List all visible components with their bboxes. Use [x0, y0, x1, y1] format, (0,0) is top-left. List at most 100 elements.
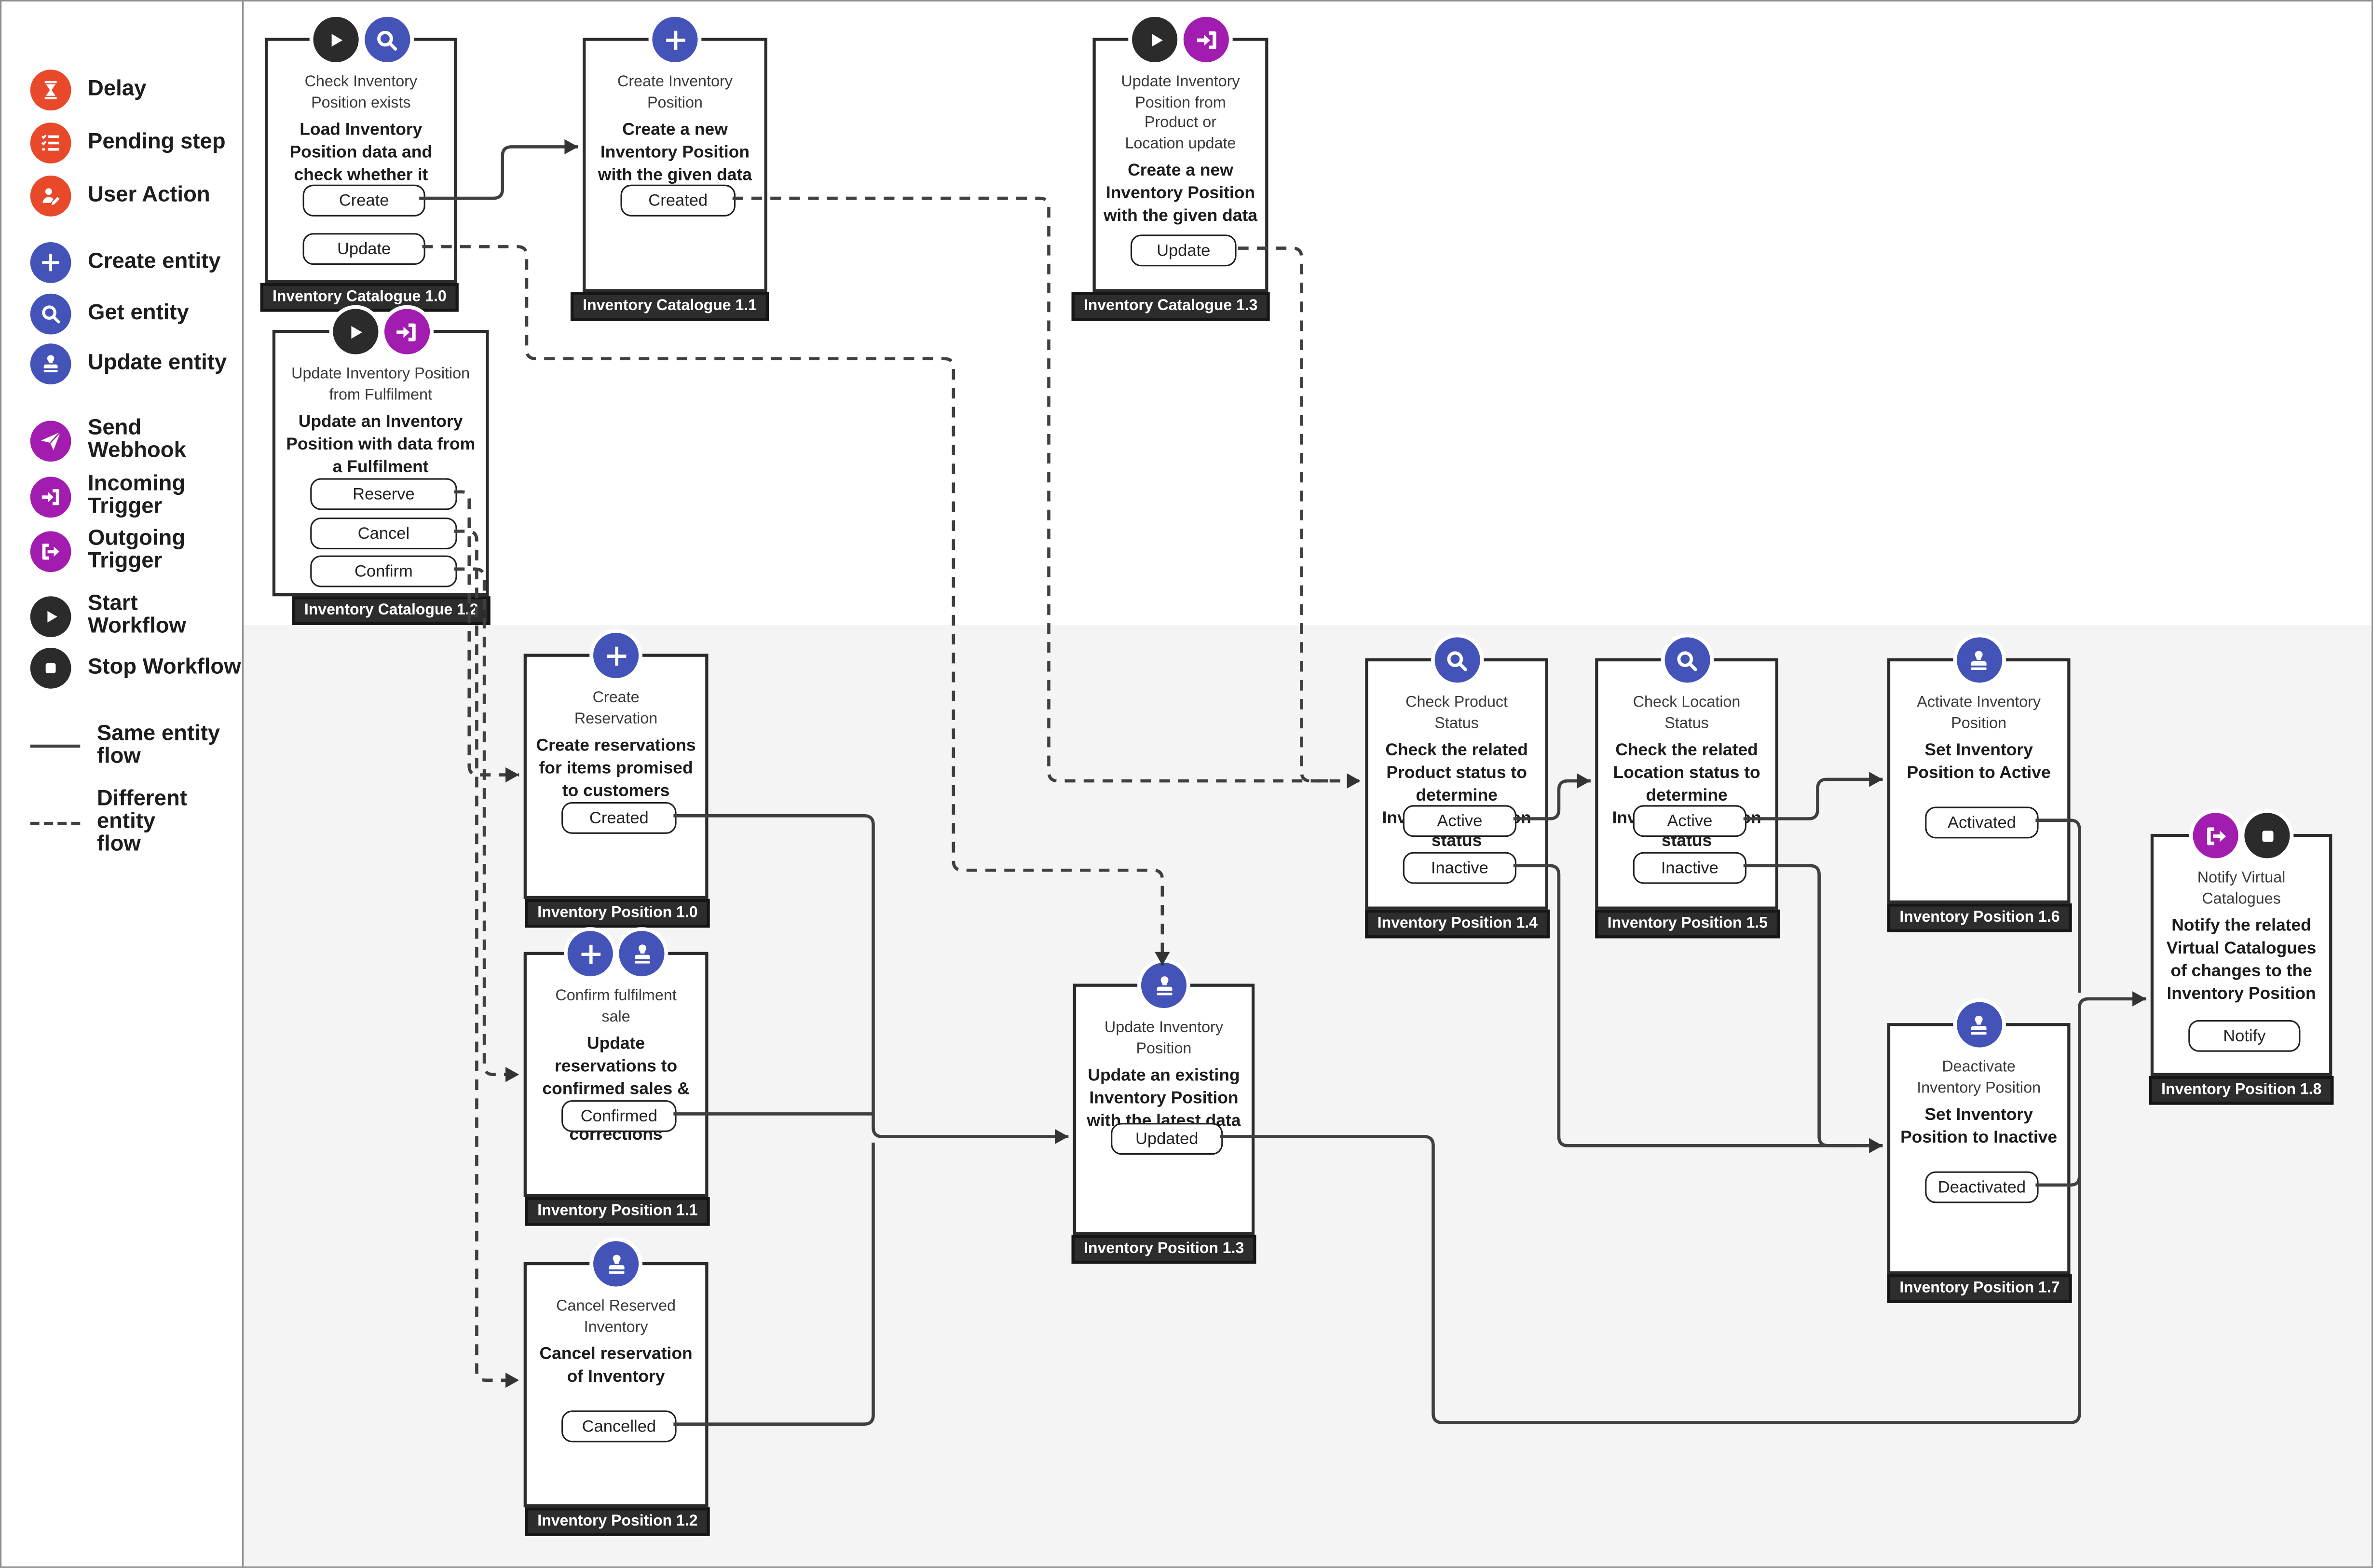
user-action-icon [30, 175, 71, 217]
step-icons [1890, 1002, 2067, 1048]
step-icons [1096, 16, 1265, 62]
outcome-button-cancelled[interactable]: Cancelled [561, 1410, 677, 1443]
legend-label: Send Webhook [87, 416, 186, 464]
entity-version-badge: Inventory Position 1.6 [1887, 903, 2072, 932]
outcome-button-notify[interactable]: Notify [2188, 1020, 2301, 1052]
step-icons [275, 309, 486, 355]
outcome-button-created[interactable]: Created [561, 802, 677, 834]
step-icons [1076, 962, 1252, 1009]
entity-version-badge: Inventory Position 1.8 [2149, 1076, 2334, 1104]
step-title: Notify Virtual Catalogues [2197, 870, 2286, 908]
incoming-trigger-icon [30, 476, 71, 518]
step-title: Check Inventory Position exists [304, 74, 418, 111]
outcome-button-confirmed[interactable]: Confirmed [561, 1100, 677, 1132]
step-title: Update Inventory Position from Product o… [1121, 74, 1240, 153]
legend-label: Stop Workflow [87, 655, 241, 680]
legend-label: Delay [87, 77, 147, 101]
entity-version-badge: Inventory Catalogue 1.1 [571, 292, 769, 321]
legend-item-delay: Delay [30, 69, 147, 111]
step-icons [1890, 637, 2067, 683]
outcome-button-reserve[interactable]: Reserve [310, 478, 457, 510]
entity-version-badge: Inventory Position 1.2 [525, 1507, 710, 1536]
step-icons [1598, 637, 1775, 683]
legend-item-update-entity: Update entity [30, 343, 227, 385]
legend-label: Get entity [87, 301, 189, 326]
legend-item-stop-workflow: Stop Workflow [30, 647, 241, 689]
step-description: Notify the related Virtual Catalogues of… [2166, 917, 2317, 1003]
entity-version-badge: Inventory Position 1.5 [1595, 909, 1780, 938]
outcome-button-confirm[interactable]: Confirm [310, 555, 457, 587]
pending-step-icon [30, 123, 71, 164]
step-title: Update Inventory Position [1104, 1020, 1223, 1057]
legend-item-create-entity: Create entity [30, 242, 221, 283]
outcome-button-active[interactable]: Active [1403, 805, 1517, 837]
outcome-button-cancel[interactable]: Cancel [310, 518, 457, 550]
get-entity-icon [1434, 637, 1480, 683]
workflow-step-ic12[interactable]: Update Inventory Position from Fulfilmen… [272, 309, 491, 625]
legend-label: Pending step [87, 130, 226, 154]
get-entity-icon [1664, 637, 1710, 683]
outcome-button-updated[interactable]: Updated [1111, 1123, 1223, 1155]
outcome-button-deactivated[interactable]: Deactivated [1925, 1171, 2039, 1203]
step-icons [527, 632, 705, 679]
step-icons [527, 931, 705, 977]
create-entity-icon [30, 242, 71, 283]
dashed-line-sample [30, 821, 81, 825]
step-description: Update an Inventory Position with data f… [286, 413, 476, 477]
entity-version-badge: Inventory Position 1.7 [1887, 1274, 2072, 1303]
legend-item-pending-step: Pending step [30, 123, 226, 164]
step-title: Check Product Status [1405, 695, 1508, 732]
delay-icon [30, 69, 71, 111]
get-entity-icon [364, 16, 409, 62]
update-entity-icon [30, 343, 71, 385]
outcome-button-created[interactable]: Created [620, 184, 736, 217]
outgoing-trigger-icon [2193, 813, 2238, 859]
outcome-button-update[interactable]: Update [1130, 234, 1237, 267]
step-title: Check Location Status [1633, 695, 1741, 732]
entity-version-badge: Inventory Position 1.3 [1071, 1235, 1256, 1264]
legend-item-outgoing-trigger: Outgoing Trigger [30, 526, 242, 574]
legend-label: Start Workflow [87, 591, 186, 639]
start-workflow-icon [1132, 16, 1178, 62]
update-entity-icon [1956, 637, 2002, 683]
start-workflow-icon [30, 596, 71, 637]
outcome-button-active[interactable]: Active [1633, 805, 1747, 837]
legend-item-different-entity-flow: Different entity flow [30, 788, 242, 858]
workflow-step-ic13[interactable]: Update Inventory Position from Product o… [1071, 16, 1270, 321]
entity-version-badge: Inventory Catalogue 1.2 [292, 596, 491, 625]
step-description: Set Inventory Position to Inactive [1900, 1106, 2058, 1147]
step-title: Confirm fulfilment sale [555, 988, 677, 1026]
legend-item-incoming-trigger: Incoming Trigger [30, 473, 242, 520]
outcome-button-update[interactable]: Update [302, 233, 425, 265]
legend-label: Update entity [87, 351, 227, 375]
create-entity-icon [593, 632, 639, 679]
outcome-button-inactive[interactable]: Inactive [1403, 852, 1517, 884]
entity-version-badge: Inventory Position 1.4 [1365, 909, 1550, 938]
legend-item-send-webhook: Send Webhook [30, 416, 242, 464]
outcome-button-inactive[interactable]: Inactive [1633, 852, 1747, 884]
legend-label: Same entity flow [96, 722, 220, 769]
stop-workflow-icon [2244, 813, 2290, 859]
update-entity-icon [1141, 962, 1187, 1009]
legend-label: Outgoing Trigger [87, 526, 186, 574]
outcome-button-create[interactable]: Create [302, 184, 425, 217]
step-title: Create Inventory Position [617, 74, 733, 111]
start-workflow-icon [332, 309, 378, 355]
start-workflow-icon [312, 16, 358, 62]
step-description: Set Inventory Position to Active [1907, 742, 2051, 783]
outcome-button-activated[interactable]: Activated [1925, 806, 2039, 839]
